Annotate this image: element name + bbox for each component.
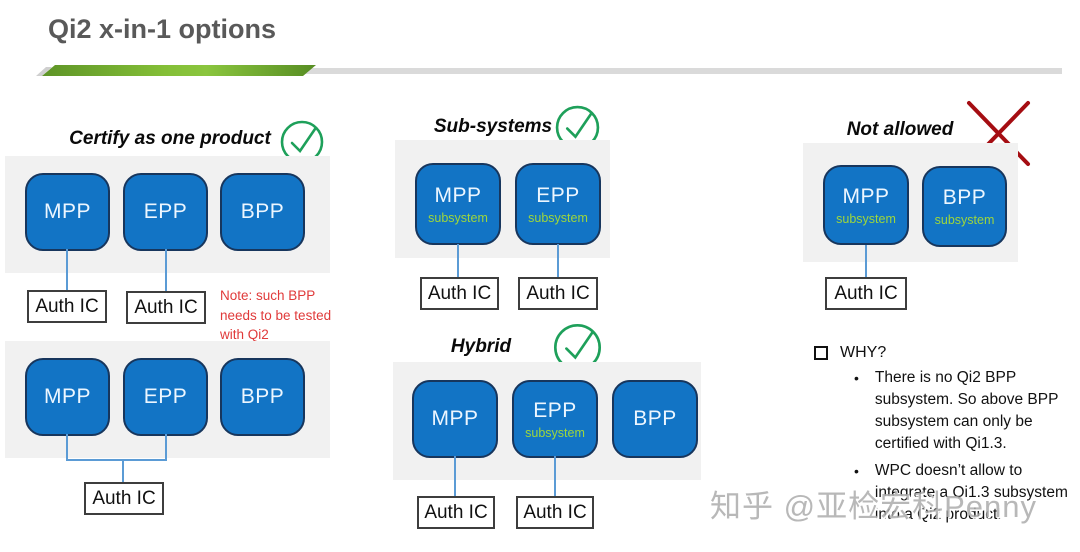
- mpp-box: MPP: [25, 173, 110, 251]
- box-label: EPP: [533, 398, 577, 422]
- bpp-box: BPP: [220, 358, 305, 436]
- mpp-subsystem-box: MPP subsystem: [823, 165, 909, 245]
- why-bullet-text: WPC doesn’t allow to integrate a Qi1.3 s…: [874, 462, 1068, 523]
- auth-ic-box: Auth IC: [27, 290, 107, 323]
- why-list: WHY? • There is no Qi2 BPP subsystem. So…: [810, 344, 1078, 526]
- box-label: BPP: [240, 200, 285, 223]
- page-title: Qi2 x-in-1 options: [48, 14, 277, 44]
- epp-box: EPP: [123, 358, 208, 436]
- connector-line: [122, 459, 124, 483]
- subsystem-label: subsystem: [528, 210, 588, 225]
- mpp-box: MPP: [412, 380, 498, 458]
- section-title-subsystems: Sub-systems: [433, 116, 553, 137]
- auth-ic-box: Auth IC: [84, 482, 164, 515]
- box-label: BPP: [240, 385, 285, 408]
- subsystem-label: subsystem: [836, 211, 896, 226]
- epp-box: EPP: [123, 173, 208, 251]
- epp-subsystem-box: EPP subsystem: [512, 380, 598, 458]
- connector-line: [66, 459, 167, 461]
- box-label: MPP: [434, 183, 482, 207]
- epp-subsystem-box: EPP subsystem: [515, 163, 601, 245]
- connector-line: [865, 245, 867, 278]
- connector-line: [165, 249, 167, 293]
- connector-line: [66, 434, 68, 461]
- connector-line: [454, 456, 456, 497]
- section-title-hybrid: Hybrid: [450, 336, 512, 357]
- divider-gray-bar: [50, 68, 1062, 74]
- box-label: MPP: [43, 385, 91, 408]
- why-bullet-item: • WPC doesn’t allow to integrate a Qi1.3…: [810, 460, 1078, 526]
- auth-ic-box: Auth IC: [126, 291, 206, 324]
- dot-bullet-icon: •: [854, 370, 859, 386]
- divider-cap: [36, 67, 52, 76]
- connector-line: [165, 434, 167, 461]
- square-bullet-icon: [814, 346, 828, 360]
- mpp-box: MPP: [25, 358, 110, 436]
- auth-ic-box: Auth IC: [420, 277, 499, 310]
- dot-bullet-icon: •: [854, 463, 859, 479]
- auth-ic-box: Auth IC: [417, 496, 495, 529]
- subsystem-label: subsystem: [934, 213, 995, 227]
- mpp-subsystem-box: MPP subsystem: [415, 163, 501, 245]
- watermark: 知乎 @亚检宏科Penny: [710, 489, 1037, 524]
- why-header: WHY?: [814, 344, 1078, 362]
- why-header-label: WHY?: [840, 344, 887, 361]
- box-label: EPP: [536, 183, 580, 207]
- why-bullet-item: • There is no Qi2 BPP subsystem. So abov…: [810, 367, 1078, 455]
- box-label: MPP: [43, 200, 91, 223]
- subsystem-label: subsystem: [525, 425, 585, 440]
- auth-ic-box: Auth IC: [825, 277, 907, 310]
- bpp-box: BPP: [220, 173, 305, 251]
- box-label: MPP: [842, 184, 890, 208]
- box-label: BPP: [942, 186, 987, 209]
- bpp-box: BPP: [612, 380, 698, 458]
- connector-line: [554, 456, 556, 497]
- box-label: MPP: [431, 407, 479, 430]
- connector-line: [66, 249, 68, 291]
- section-title-not-allowed: Not allowed: [846, 119, 954, 140]
- subsystem-label: subsystem: [428, 210, 488, 225]
- section-title-certify: Certify as one product: [69, 128, 271, 149]
- divider-green-bar: [42, 65, 316, 76]
- box-label: EPP: [143, 385, 188, 408]
- connector-line: [457, 244, 459, 278]
- connector-line: [557, 244, 559, 278]
- why-bullet-text: There is no Qi2 BPP subsystem. So above …: [874, 369, 1059, 452]
- auth-ic-box: Auth IC: [516, 496, 594, 529]
- auth-ic-box: Auth IC: [518, 277, 598, 310]
- bpp-subsystem-box: BPP subsystem: [922, 166, 1007, 247]
- box-label: EPP: [143, 200, 188, 223]
- box-label: BPP: [633, 407, 677, 430]
